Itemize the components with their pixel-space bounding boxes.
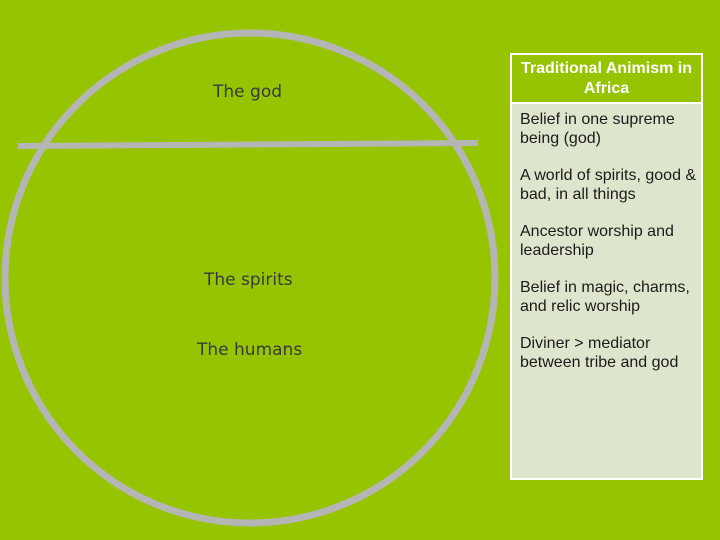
panel-item-magic: Belief in magic, charms, and relic worsh… [520,279,690,315]
label-the-humans: The humans [197,340,303,360]
divider-line [17,140,479,149]
label-the-god: The god [213,82,283,102]
panel-title: Traditional Animism in Africa [512,55,701,104]
panel-list: Belief in one supreme being (god) A worl… [512,104,701,372]
panel-item-diviner: Diviner > mediator between tribe and god [520,335,679,371]
panel-item-ancestor-worship: Ancestor worship and leadership [520,223,674,259]
outer-circle [1,29,499,527]
label-the-spirits: The spirits [204,270,293,290]
panel-item-supreme-being: Belief in one supreme being (god) [520,111,675,147]
info-panel: Traditional Animism in Africa Belief in … [510,53,703,480]
panel-item-spirits: A world of spirits, good & bad, in all t… [520,167,697,203]
